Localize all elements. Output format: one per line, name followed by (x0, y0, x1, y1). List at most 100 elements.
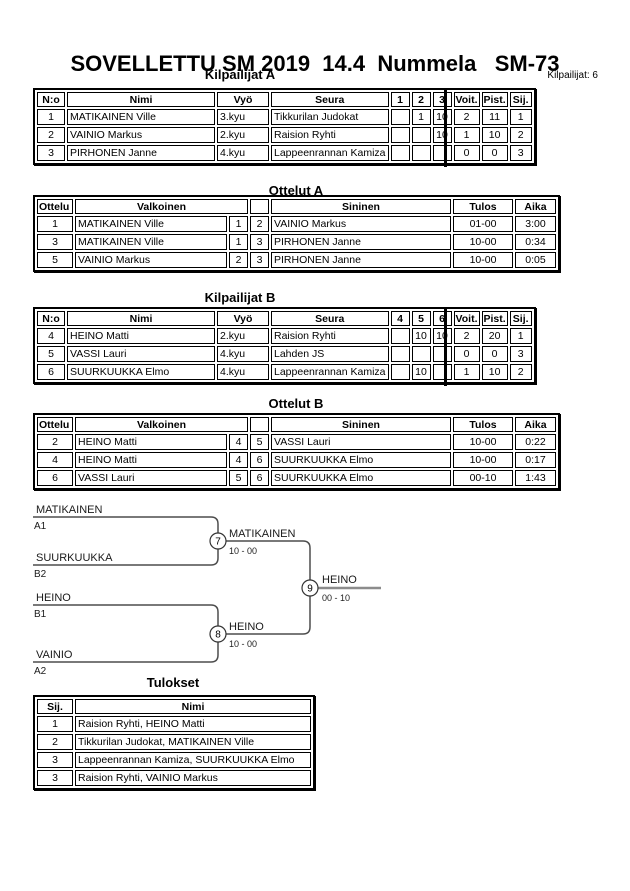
cell: Lappeenrannan Kamiza, SUURKUUKKA Elmo (75, 752, 311, 768)
cell: Raision Ryhti (271, 328, 389, 344)
kilpailijat-b-table: N:o Nimi Vyö Seura 4 5 6 Voit. Pist. Sij… (33, 307, 536, 384)
col-header: Ottelu (37, 417, 73, 432)
cell: 4 (229, 434, 248, 450)
cell: 6 (37, 364, 65, 380)
cell: 6 (37, 470, 73, 486)
cell: 0 (453, 346, 480, 362)
table-row: 3 Raision Ryhti, VAINIO Markus (37, 770, 311, 786)
stats-separator-line (444, 307, 447, 386)
section-label-kilpailijat-a: Kilpailijat A (204, 67, 276, 82)
section-label-ottelut-a: Ottelut A (268, 183, 324, 198)
ottelut-b-section: Ottelu Valkoinen Sininen Tulos Aika 2 HE… (33, 413, 560, 490)
match-winner-name: MATIKAINEN (229, 528, 295, 540)
cell: 0 (481, 346, 508, 362)
cell: 2 (509, 127, 532, 143)
cell: 0 (453, 145, 480, 161)
cell: 10 (432, 127, 452, 143)
table-row: 5 VASSI Lauri 4.kyu Lahden JS 0 0 3 (37, 346, 532, 362)
cell: 1 (229, 216, 248, 232)
cell: 6 (250, 452, 269, 468)
col-header: Tulos (453, 199, 513, 214)
table-row: 2 HEINO Matti 4 5 VASSI Lauri 10-00 0:22 (37, 434, 556, 450)
match-circle-8 (209, 625, 227, 643)
table-row: 3 Lappeenrannan Kamiza, SUURKUUKKA Elmo (37, 752, 311, 768)
col-header: 2 (411, 92, 431, 107)
bracket-slot-seed: A1 (34, 521, 47, 532)
header-row: Ottelu Valkoinen Sininen Tulos Aika (37, 417, 556, 432)
col-header: Sij. (37, 699, 73, 714)
cell: 10 (481, 364, 508, 380)
match-score: 10 - 00 (229, 639, 257, 649)
cell: 4 (37, 452, 73, 468)
col-header: Nimi (75, 699, 311, 714)
cell: 3 (37, 770, 73, 786)
cell: 10 (481, 127, 508, 143)
cell: 2 (37, 127, 65, 143)
cell (432, 364, 452, 380)
cell: HEINO Matti (75, 452, 227, 468)
cell: 10 (411, 328, 431, 344)
cell: MATIKAINEN Ville (67, 109, 215, 125)
cell: VASSI Lauri (271, 434, 451, 450)
col-header: Seura (271, 92, 389, 107)
stats-separator-line (444, 88, 447, 167)
cell: Raision Ryhti, HEINO Matti (75, 716, 311, 732)
table-row: 6 VASSI Lauri 5 6 SUURKUUKKA Elmo 00-10 … (37, 470, 556, 486)
cell: Lahden JS (271, 346, 389, 362)
match-score: 10 - 00 (229, 546, 257, 556)
table-row: 5 VAINIO Markus 2 3 PIRHONEN Janne 10-00… (37, 252, 556, 268)
cell: Raision Ryhti (271, 127, 389, 143)
table-row: 1 MATIKAINEN Ville 1 2 VAINIO Markus 01-… (37, 216, 556, 232)
col-header: Sij. (509, 92, 532, 107)
header-row: Ottelu Valkoinen Sininen Tulos Aika (37, 199, 556, 214)
col-header: Vyö (217, 311, 269, 326)
col-header: Aika (515, 417, 556, 432)
bracket-slot-name: MATIKAINEN (36, 504, 102, 516)
match-circle-9 (301, 579, 319, 597)
cell: 1 (509, 328, 532, 344)
cell: 10-00 (453, 434, 513, 450)
cell (390, 364, 410, 380)
cell (411, 346, 431, 362)
cell: 2 (453, 109, 480, 125)
col-header: Voit. (453, 311, 480, 326)
cell: 5 (37, 346, 65, 362)
cell (390, 127, 410, 143)
cell: 4 (37, 328, 65, 344)
cell: VAINIO Markus (271, 216, 451, 232)
cell: PIRHONEN Janne (271, 234, 451, 250)
cell (390, 346, 410, 362)
cell: VASSI Lauri (75, 470, 227, 486)
ottelut-b-table: Ottelu Valkoinen Sininen Tulos Aika 2 HE… (33, 413, 560, 490)
table-row: 1 MATIKAINEN Ville 3.kyu Tikkurilan Judo… (37, 109, 532, 125)
col-header: N:o (37, 92, 65, 107)
cell: 2 (453, 328, 480, 344)
cell: 2 (509, 364, 532, 380)
col-header: Sij. (509, 311, 532, 326)
table-row: 2 Tikkurilan Judokat, MATIKAINEN Ville (37, 734, 311, 750)
cell: 10 (432, 109, 452, 125)
cell: 01-00 (453, 216, 513, 232)
match-score: 00 - 10 (322, 593, 350, 603)
cell: 5 (229, 470, 248, 486)
cell: 2 (250, 216, 269, 232)
cell: 20 (481, 328, 508, 344)
cell: 0 (481, 145, 508, 161)
col-header: Pist. (481, 311, 508, 326)
col-header: Voit. (453, 92, 480, 107)
cell: 10 (432, 328, 452, 344)
col-header: Pist. (481, 92, 508, 107)
cell: 2.kyu (217, 328, 269, 344)
cell: 4.kyu (217, 145, 269, 161)
kilpailijat-a-section: N:o Nimi Vyö Seura 1 2 3 Voit. Pist. Sij… (33, 88, 536, 165)
col-header: 3 (432, 92, 452, 107)
cell: 2 (37, 734, 73, 750)
col-header: Tulos (453, 417, 513, 432)
col-header: N:o (37, 311, 65, 326)
cell: 1:43 (515, 470, 556, 486)
table-row: 4 HEINO Matti 2.kyu Raision Ryhti 10 10 … (37, 328, 532, 344)
cell: 1 (229, 234, 248, 250)
cell (432, 346, 452, 362)
tulokset-table: Sij. Nimi 1 Raision Ryhti, HEINO Matti 2… (33, 695, 315, 790)
cell: Tikkurilan Judokat (271, 109, 389, 125)
